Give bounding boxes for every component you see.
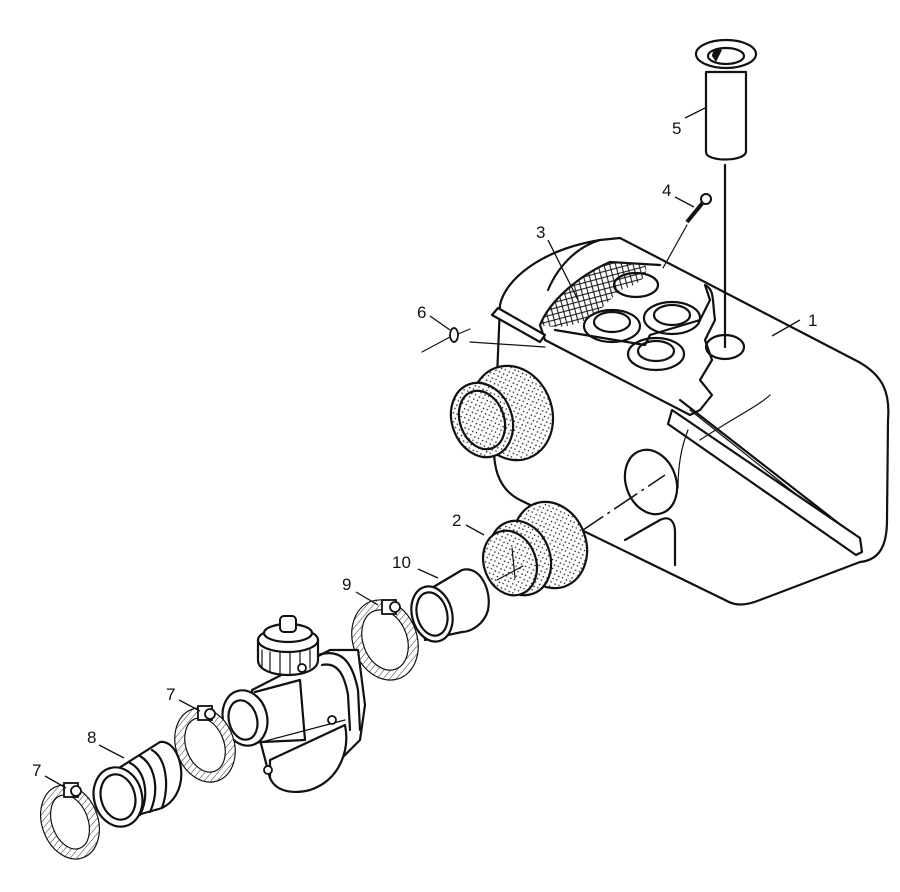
- intake-boot: [481, 500, 589, 597]
- callout-1: 1: [808, 311, 817, 330]
- spacer-sleeve: [410, 568, 490, 643]
- hose-clamp-7-lower: [40, 782, 100, 860]
- callout-7b: 7: [32, 761, 41, 780]
- callout-4: 4: [662, 181, 671, 200]
- callout-leaders: [44, 107, 801, 789]
- callout-3: 3: [536, 223, 545, 242]
- intake-manifold-rubber: [92, 740, 183, 828]
- mounted-intake-boot: [449, 364, 555, 462]
- callout-10: 10: [392, 553, 411, 572]
- callout-9: 9: [342, 575, 351, 594]
- airbox-side-port: [623, 448, 679, 516]
- airbox-housing: [490, 236, 890, 606]
- carburetor: [221, 615, 367, 794]
- callout-5: 5: [672, 119, 681, 138]
- rivet: [421, 327, 546, 353]
- callout-2: 2: [452, 511, 461, 530]
- callout-7a: 7: [166, 685, 175, 704]
- assembly-axis-line: [579, 474, 666, 533]
- callout-labels: 1 2 3 4 5 6 7 7 8 9 10: [32, 119, 817, 780]
- callout-8: 8: [87, 728, 96, 747]
- screw: [662, 193, 712, 269]
- callout-6: 6: [417, 303, 426, 322]
- intake-snorkel: [694, 38, 758, 349]
